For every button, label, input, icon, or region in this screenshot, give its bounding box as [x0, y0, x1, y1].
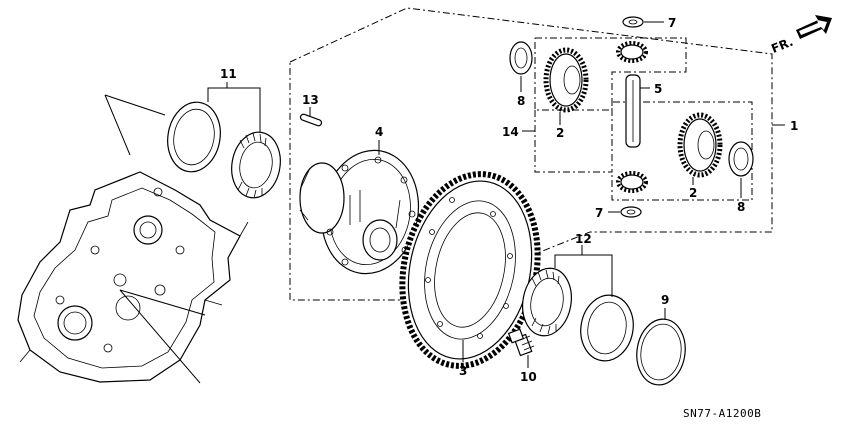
callout-7-lower: 7: [595, 206, 603, 220]
washer-7-upper: [622, 16, 644, 28]
front-direction-label: FR.: [769, 35, 795, 56]
pinion-subassembly-boundary: [534, 37, 687, 111]
callout-4: 4: [375, 125, 383, 139]
side-gear-2-upper: [543, 47, 589, 113]
pinion-shaft-5: [625, 74, 641, 148]
side-gear-2-lower: [677, 112, 723, 178]
bearing-race-12: [580, 294, 634, 362]
diagram-code: SN77-A1200B: [683, 407, 761, 420]
transmission-housing: [17, 171, 249, 383]
tapered-roller-bearing-11: [231, 131, 281, 199]
final-driven-gear-3: [399, 171, 541, 369]
bolt-10: [507, 328, 535, 357]
tapered-roller-bearing-12: [522, 267, 572, 337]
callout-1: 1: [790, 119, 798, 133]
washer-7-lower: [620, 206, 642, 218]
front-direction-arrow-icon: [796, 15, 832, 39]
thrust-washer-8-upper: [509, 41, 533, 75]
callout-2-upper: 2: [556, 126, 564, 140]
callout-13: 13: [302, 93, 319, 107]
thrust-washer-8-lower: [728, 141, 754, 177]
callout-7-upper: 7: [668, 16, 676, 30]
callout-3: 3: [459, 364, 467, 378]
shim-9: [636, 318, 686, 386]
callout-12: 12: [575, 232, 592, 246]
differential-carrier-4: [299, 149, 420, 275]
pinion-gear-lower: [616, 171, 648, 193]
dowel-pin-13: [299, 113, 323, 127]
bearing-race-11: [167, 101, 221, 173]
differential-assembly-boundary: [289, 7, 773, 301]
callout-10: 10: [520, 370, 537, 384]
callout-8-upper: 8: [517, 94, 525, 108]
callout-8-lower: 8: [737, 200, 745, 214]
housing-leader-lines: [104, 94, 166, 116]
callout-14: 14: [502, 125, 519, 139]
callout-2-lower: 2: [689, 186, 697, 200]
callout-9: 9: [661, 293, 669, 307]
pinion-gear-upper: [616, 41, 648, 63]
callout-11: 11: [220, 67, 237, 81]
callout-5: 5: [654, 82, 662, 96]
